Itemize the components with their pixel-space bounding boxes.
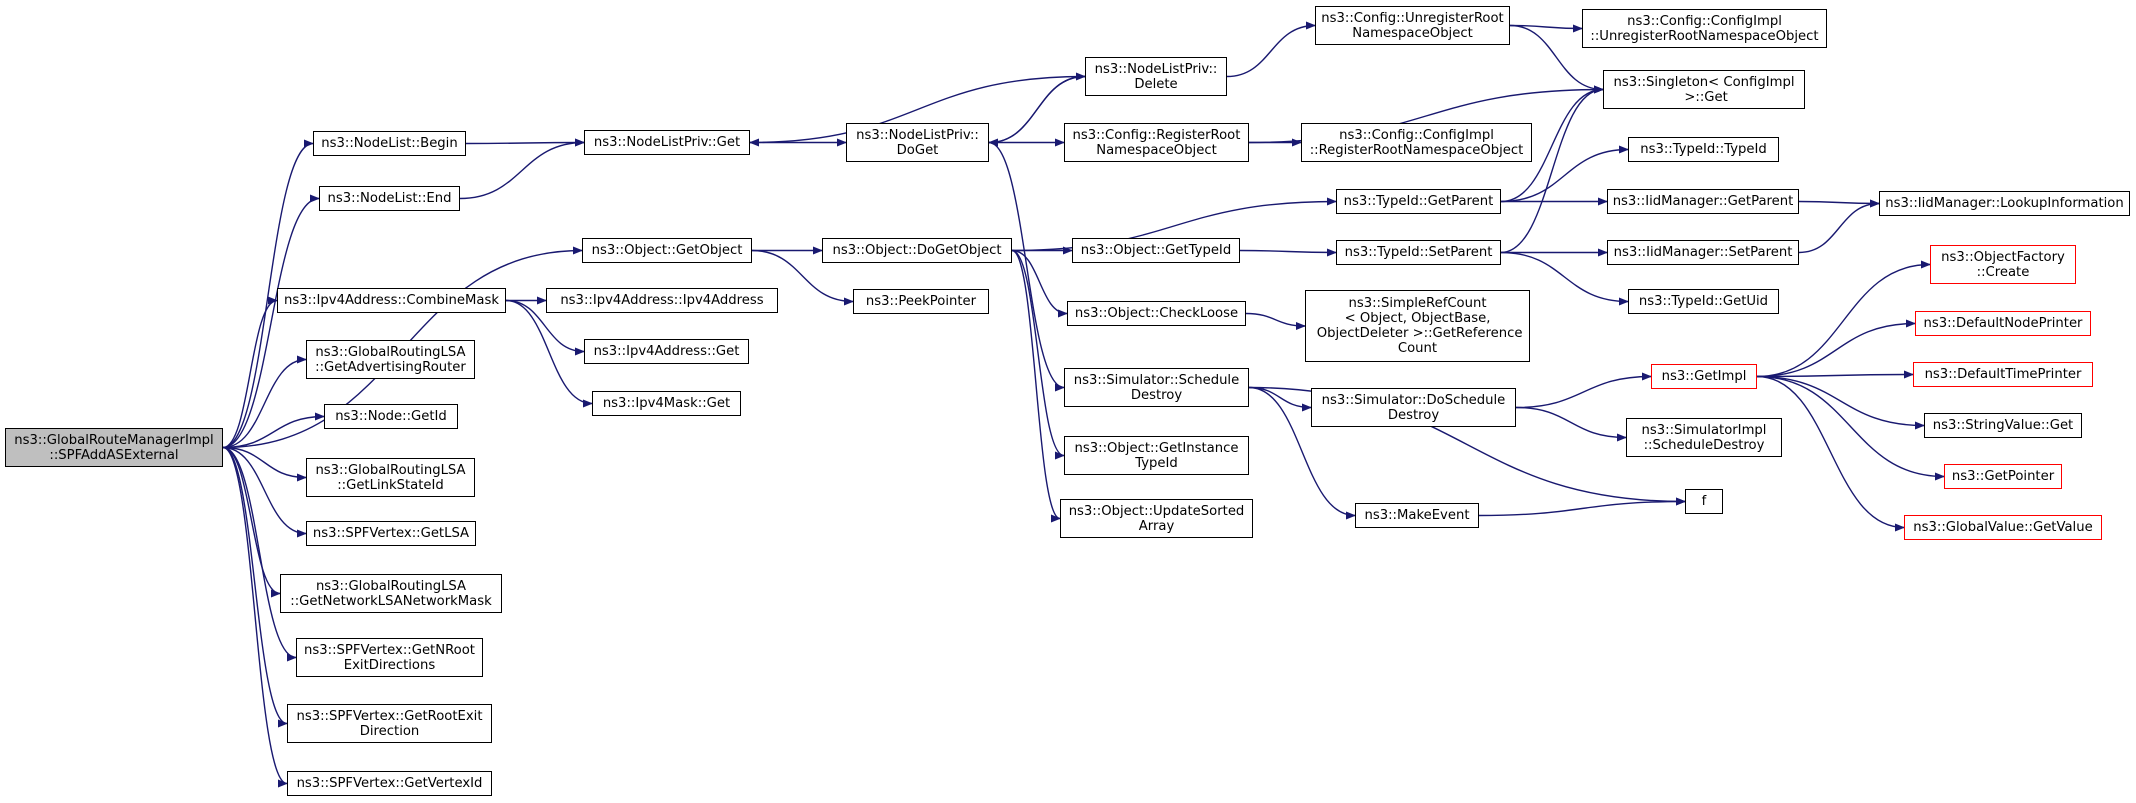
edge-root-to-spf-getlsa bbox=[222, 446, 307, 538]
edge-makeevent-to-f bbox=[1478, 497, 1686, 517]
edge-root-to-nl-end bbox=[222, 194, 320, 449]
edge-getimpl-to-getpointer bbox=[1756, 375, 1945, 481]
node-deftimeprinter[interactable]: ns3::DefaultTimePrinter bbox=[1913, 362, 2093, 387]
edge-root-to-nl-begin bbox=[222, 139, 314, 449]
node-iid-lookup[interactable]: ns3::IidManager::LookupInformation bbox=[1879, 191, 2130, 216]
edge-obj-checkloose-to-simplerefcount bbox=[1245, 312, 1306, 330]
node-singleton-get[interactable]: ns3::Singleton< ConfigImpl >::Get bbox=[1603, 70, 1805, 109]
edge-nl-end-to-nlp-get bbox=[459, 138, 585, 200]
node-obj-getinstance[interactable]: ns3::Object::GetInstance TypeId bbox=[1064, 436, 1249, 475]
node-cfg-unregister[interactable]: ns3::Config::UnregisterRoot NamespaceObj… bbox=[1315, 6, 1510, 45]
node-nlp-get[interactable]: ns3::NodeListPriv::Get bbox=[584, 130, 750, 155]
edge-nlp-doget-to-sim-schedule bbox=[988, 141, 1065, 392]
node-sim-doschedule[interactable]: ns3::Simulator::DoSchedule Destroy bbox=[1311, 388, 1516, 427]
node-ipv4-ctor[interactable]: ns3::Ipv4Address::Ipv4Address bbox=[546, 288, 778, 313]
edge-obj-gettypeid-to-typeid-setparent bbox=[1239, 248, 1337, 257]
node-stringvalue-get[interactable]: ns3::StringValue::Get bbox=[1924, 413, 2082, 438]
node-simplerefcount[interactable]: ns3::SimpleRefCount < Object, ObjectBase… bbox=[1305, 290, 1530, 362]
edge-obj-getobject-to-peekpointer bbox=[751, 249, 854, 306]
node-spf-rootexit[interactable]: ns3::SPFVertex::GetRootExit Direction bbox=[287, 704, 492, 743]
node-obj-gettypeid[interactable]: ns3::Object::GetTypeId bbox=[1072, 238, 1240, 263]
edge-typeid-getparent-to-singleton-get bbox=[1500, 85, 1604, 203]
edge-obj-dogetobject-to-obj-updatesorted bbox=[1011, 249, 1061, 523]
node-simimpl-schedule[interactable]: ns3::SimulatorImpl ::ScheduleDestroy bbox=[1626, 418, 1782, 457]
node-getimpl[interactable]: ns3::GetImpl bbox=[1651, 364, 1757, 389]
edge-iid-setparent-to-iid-lookup bbox=[1798, 199, 1880, 254]
node-nl-end[interactable]: ns3::NodeList::End bbox=[319, 186, 460, 211]
node-ipv4-get[interactable]: ns3::Ipv4Address::Get bbox=[584, 339, 749, 364]
edge-sim-doschedule-to-getimpl bbox=[1515, 372, 1652, 409]
node-cfgimpl-register[interactable]: ns3::Config::ConfigImpl ::RegisterRootNa… bbox=[1301, 123, 1532, 162]
node-glsa-netmask[interactable]: ns3::GlobalRoutingLSA ::GetNetworkLSANet… bbox=[280, 574, 502, 613]
node-obj-updatesorted[interactable]: ns3::Object::UpdateSorted Array bbox=[1060, 499, 1253, 538]
node-defnodeprinter[interactable]: ns3::DefaultNodePrinter bbox=[1915, 311, 2091, 336]
edge-obj-dogetobject-to-obj-getinstance bbox=[1011, 249, 1065, 460]
node-ipv4mask-get[interactable]: ns3::Ipv4Mask::Get bbox=[592, 391, 741, 416]
edge-nlp-delete-to-nlp-doget bbox=[988, 75, 1086, 147]
node-spf-vertexid[interactable]: ns3::SPFVertex::GetVertexId bbox=[287, 771, 492, 796]
edge-root-to-spf-vertexid bbox=[222, 446, 288, 788]
edge-root-to-spf-nroot bbox=[222, 446, 297, 662]
node-objfactory-create[interactable]: ns3::ObjectFactory ::Create bbox=[1930, 245, 2076, 284]
edge-root-to-spf-rootexit bbox=[222, 446, 288, 728]
edge-sim-schedule-to-makeevent bbox=[1248, 386, 1356, 520]
edge-cfg-unregister-to-cfgimpl-unregister bbox=[1509, 24, 1583, 33]
node-sim-schedule[interactable]: ns3::Simulator::Schedule Destroy bbox=[1064, 368, 1249, 407]
edge-typeid-setparent-to-singleton-get bbox=[1500, 85, 1604, 254]
node-makeevent[interactable]: ns3::MakeEvent bbox=[1355, 503, 1479, 528]
node-nl-begin[interactable]: ns3::NodeList::Begin bbox=[313, 131, 466, 156]
edge-typeid-getparent-to-typeid-typeid bbox=[1500, 145, 1629, 203]
node-typeid-getuid[interactable]: ns3::TypeId::GetUid bbox=[1628, 289, 1779, 314]
node-obj-checkloose[interactable]: ns3::Object::CheckLoose bbox=[1067, 301, 1246, 326]
edge-sim-doschedule-to-simimpl-schedule bbox=[1515, 406, 1627, 442]
edge-iid-getparent-to-iid-lookup bbox=[1798, 199, 1880, 208]
node-typeid-setparent[interactable]: ns3::TypeId::SetParent bbox=[1336, 240, 1501, 265]
edge-root-to-glsa-netmask bbox=[222, 446, 281, 598]
node-nlp-delete[interactable]: ns3::NodeListPriv:: Delete bbox=[1085, 57, 1227, 96]
node-obj-dogetobject[interactable]: ns3::Object::DoGetObject bbox=[822, 238, 1012, 263]
node-nlp-doget[interactable]: ns3::NodeListPriv:: DoGet bbox=[846, 123, 989, 162]
edge-cfg-unregister-to-singleton-get bbox=[1509, 24, 1604, 94]
edge-root-to-node-getid bbox=[222, 412, 325, 449]
node-getpointer[interactable]: ns3::GetPointer bbox=[1944, 464, 2062, 489]
edge-ipv4-combine-to-ipv4mask-get bbox=[505, 299, 593, 408]
edge-nlp-delete-to-nlp-get bbox=[749, 75, 1086, 147]
edge-root-to-glsa-linkstate bbox=[222, 446, 307, 482]
node-spf-nroot[interactable]: ns3::SPFVertex::GetNRoot ExitDirections bbox=[296, 638, 483, 677]
edge-obj-dogetobject-to-obj-checkloose bbox=[1011, 249, 1068, 318]
edge-typeid-setparent-to-typeid-getuid bbox=[1500, 251, 1629, 306]
node-ipv4-combine[interactable]: ns3::Ipv4Address::CombineMask bbox=[277, 288, 506, 313]
node-typeid-typeid[interactable]: ns3::TypeId::TypeId bbox=[1628, 137, 1779, 162]
node-peekpointer[interactable]: ns3::PeekPointer bbox=[853, 289, 989, 314]
edge-getimpl-to-deftimeprinter bbox=[1756, 370, 1914, 379]
edge-nl-begin-to-nlp-get bbox=[465, 138, 585, 147]
edge-getimpl-to-globalvalue-get bbox=[1756, 375, 1905, 532]
node-typeid-getparent[interactable]: ns3::TypeId::GetParent bbox=[1336, 189, 1501, 214]
edge-ipv4-combine-to-ipv4-get bbox=[505, 299, 585, 356]
edge-getimpl-to-objfactory-create bbox=[1756, 260, 1931, 378]
edge-getimpl-to-stringvalue-get bbox=[1756, 375, 1925, 430]
node-cfgimpl-unregister[interactable]: ns3::Config::ConfigImpl ::UnregisterRoot… bbox=[1582, 9, 1827, 48]
edge-nlp-delete-to-cfg-unregister bbox=[1226, 21, 1316, 78]
node-f[interactable]: f bbox=[1685, 489, 1723, 514]
node-iid-setparent[interactable]: ns3::IidManager::SetParent bbox=[1607, 240, 1799, 265]
edge-root-to-ipv4-combine bbox=[222, 296, 278, 449]
node-obj-getobject[interactable]: ns3::Object::GetObject bbox=[582, 238, 752, 263]
node-spf-getlsa[interactable]: ns3::SPFVertex::GetLSA bbox=[306, 521, 476, 546]
node-node-getid[interactable]: ns3::Node::GetId bbox=[324, 404, 458, 429]
node-cfg-register[interactable]: ns3::Config::RegisterRoot NamespaceObjec… bbox=[1064, 123, 1249, 162]
edge-getimpl-to-defnodeprinter bbox=[1756, 319, 1916, 378]
node-globalvalue-get[interactable]: ns3::GlobalValue::GetValue bbox=[1904, 515, 2102, 540]
node-glsa-linkstate[interactable]: ns3::GlobalRoutingLSA ::GetLinkStateId bbox=[306, 458, 475, 497]
node-root: ns3::GlobalRouteManagerImpl ::SPFAddASEx… bbox=[5, 428, 223, 467]
edge-root-to-glsa-advrouter bbox=[222, 355, 307, 449]
node-iid-getparent[interactable]: ns3::IidManager::GetParent bbox=[1607, 189, 1799, 214]
edge-obj-dogetobject-to-typeid-getparent bbox=[1011, 197, 1337, 252]
node-glsa-advrouter[interactable]: ns3::GlobalRoutingLSA ::GetAdvertisingRo… bbox=[306, 340, 475, 379]
